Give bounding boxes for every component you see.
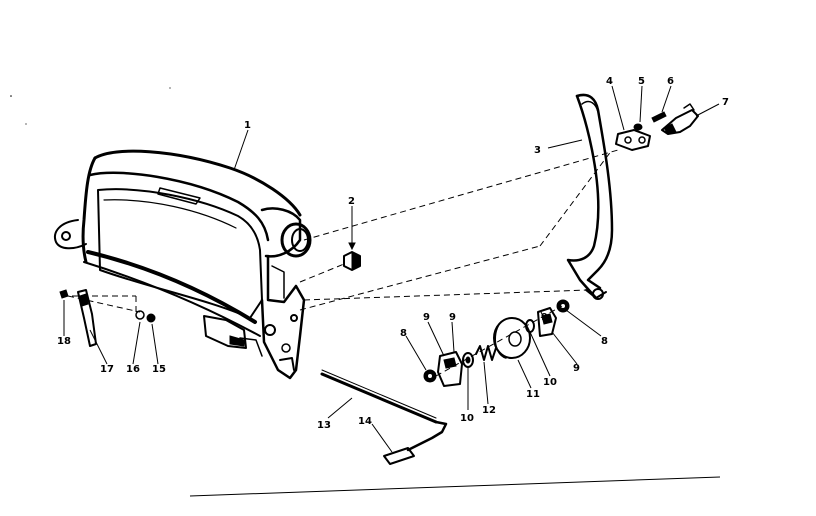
callout-9-d: 9 <box>573 363 580 374</box>
part-15-nut <box>146 313 156 323</box>
part-7-knob <box>661 103 699 135</box>
callout-17: 17 <box>100 364 114 375</box>
part-18-screw <box>59 289 69 299</box>
leader-lines <box>63 85 720 453</box>
part-5-washer <box>633 123 643 131</box>
callout-9-a: 9 <box>423 312 430 323</box>
speck <box>169 87 171 89</box>
part-8-nut-left <box>423 369 437 383</box>
callout-11: 11 <box>526 389 540 400</box>
callout-9-c: 9 <box>541 312 548 323</box>
callout-14: 14 <box>358 416 372 427</box>
callout-16: 16 <box>126 364 140 375</box>
part-13-rod <box>320 369 448 452</box>
speck <box>10 95 12 97</box>
callout-13: 13 <box>317 420 331 431</box>
callout-4: 4 <box>606 76 613 87</box>
part-1-blade-guard <box>54 149 312 380</box>
assembly-lines <box>67 149 619 377</box>
part-2-nut <box>343 213 361 271</box>
callout-10-left: 10 <box>460 413 474 424</box>
part-4-clamp-plate <box>615 129 651 151</box>
callout-18: 18 <box>57 336 71 347</box>
callout-8-left: 8 <box>400 328 407 339</box>
callout-9-b: 9 <box>449 312 456 323</box>
callout-10-right: 10 <box>543 377 557 388</box>
part-12-spring <box>475 345 497 361</box>
callout-6: 6 <box>667 76 674 87</box>
callout-7: 7 <box>722 97 729 108</box>
callout-12: 12 <box>482 405 496 416</box>
part-9-bracket-left <box>437 351 463 387</box>
part-14-handle <box>383 447 415 465</box>
part-6-screw <box>651 111 667 123</box>
part-9-bracket-right <box>537 307 557 337</box>
part-11-disc <box>493 317 531 359</box>
callout-2: 2 <box>348 196 355 207</box>
part-17-clip <box>77 289 97 347</box>
callout-8-right: 8 <box>601 336 608 347</box>
part-16-washer <box>135 310 145 320</box>
callout-labels: 1 2 3 4 5 6 7 8 8 9 9 9 9 10 10 11 12 13… <box>57 76 729 431</box>
callout-15: 15 <box>152 364 166 375</box>
base-rule <box>189 476 721 497</box>
part-3-curved-arm <box>566 93 614 300</box>
speck <box>25 123 27 125</box>
callout-5: 5 <box>638 76 645 87</box>
callout-1: 1 <box>244 120 251 131</box>
callout-3: 3 <box>534 145 541 156</box>
part-8-nut-right <box>556 299 570 313</box>
